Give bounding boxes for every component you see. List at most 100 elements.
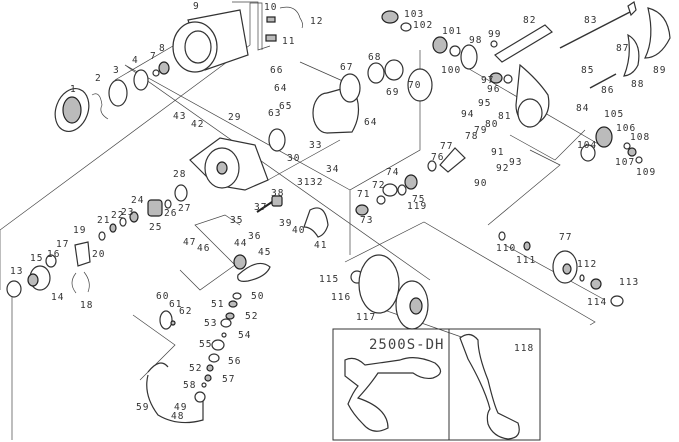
part-label-8: 8 <box>159 43 166 54</box>
part-label-70: 70 <box>408 80 421 91</box>
part-label-68: 68 <box>368 52 381 63</box>
part-label-1: 1 <box>70 84 77 95</box>
part-label-111: 111 <box>516 255 536 266</box>
part-label-64: 64 <box>274 83 287 94</box>
part-label-24: 24 <box>131 195 144 206</box>
part-label-118: 118 <box>514 343 534 354</box>
part-label-19: 19 <box>73 225 86 236</box>
part-label-81: 81 <box>498 111 511 122</box>
part-label-101: 101 <box>442 26 462 37</box>
part-label-22: 22 <box>111 210 124 221</box>
part-label-40: 40 <box>292 225 305 236</box>
part-label-117: 117 <box>356 312 376 323</box>
part-label-79: 79 <box>474 125 487 136</box>
part-label-91: 91 <box>491 147 504 158</box>
part-label-87: 87 <box>616 43 629 54</box>
part-label-42: 42 <box>191 119 204 130</box>
part-label-62: 62 <box>179 306 192 317</box>
part-label-36: 36 <box>248 231 261 242</box>
part-label-55: 55 <box>199 339 212 350</box>
part-label-52: 52 <box>189 363 202 374</box>
part-label-108: 108 <box>630 132 650 143</box>
part-label-38: 38 <box>271 188 284 199</box>
part-label-93: 93 <box>509 157 522 168</box>
part-label-21: 21 <box>97 215 110 226</box>
part-label-115: 115 <box>319 274 339 285</box>
part-label-45: 45 <box>258 247 271 258</box>
part-label-78: 78 <box>465 131 478 142</box>
part-label-14: 14 <box>51 292 64 303</box>
part-label-75: 75 <box>412 194 425 205</box>
part-label-59: 59 <box>136 402 149 413</box>
part-label-27: 27 <box>178 203 191 214</box>
part-label-41: 41 <box>314 240 327 251</box>
part-label-28: 28 <box>173 169 186 180</box>
part-label-17: 17 <box>56 239 69 250</box>
part-label-4: 4 <box>132 55 139 66</box>
part-label-3: 3 <box>113 65 120 76</box>
part-label-52: 52 <box>245 311 258 322</box>
part-label-112: 112 <box>577 259 597 270</box>
part-label-92: 92 <box>496 163 509 174</box>
part-label-15: 15 <box>30 253 43 264</box>
part-label-2: 2 <box>95 73 102 84</box>
part-label-88: 88 <box>631 79 644 90</box>
part-label-86: 86 <box>601 85 614 96</box>
part-label-23: 23 <box>121 207 134 218</box>
part-label-33: 33 <box>309 140 322 151</box>
part-label-106: 106 <box>616 123 636 134</box>
part-label-37: 37 <box>254 202 267 213</box>
part-label-85: 85 <box>581 65 594 76</box>
part-label-10: 10 <box>264 2 277 13</box>
part-label-9: 9 <box>193 1 200 12</box>
part-label-119: 119 <box>407 201 427 212</box>
part-label-47: 47 <box>183 237 196 248</box>
assembly-guide-lines <box>0 1 606 440</box>
part-label-18: 18 <box>80 300 93 311</box>
part-label-63: 63 <box>268 108 281 119</box>
part-label-51: 51 <box>211 299 224 310</box>
part-label-77: 77 <box>559 232 572 243</box>
part-label-82: 82 <box>523 15 536 26</box>
part-label-60: 60 <box>156 291 169 302</box>
part-label-107: 107 <box>615 157 635 168</box>
part-label-57: 57 <box>222 374 235 385</box>
part-label-96: 96 <box>487 84 500 95</box>
part-label-26: 26 <box>164 208 177 219</box>
part-label-72: 72 <box>372 180 385 191</box>
part-label-95: 95 <box>478 98 491 109</box>
part-label-39: 39 <box>279 218 292 229</box>
part-label-43: 43 <box>173 111 186 122</box>
part-label-46: 46 <box>197 243 210 254</box>
model-variant-title: 2500S-DH <box>369 337 444 353</box>
part-label-103: 103 <box>404 9 424 20</box>
part-label-7: 7 <box>150 51 157 62</box>
part-label-54: 54 <box>238 330 251 341</box>
part-label-30: 30 <box>287 153 300 164</box>
part-label-11: 11 <box>282 36 295 47</box>
part-label-61: 61 <box>169 299 182 310</box>
part-label-100: 100 <box>441 65 461 76</box>
part-label-114: 114 <box>587 297 607 308</box>
part-label-64: 64 <box>364 117 377 128</box>
part-shapes <box>6 1 671 440</box>
part-label-90: 90 <box>474 178 487 189</box>
part-label-66: 66 <box>270 65 283 76</box>
part-label-99: 99 <box>488 29 501 40</box>
part-label-25: 25 <box>149 222 162 233</box>
part-label-98: 98 <box>469 35 482 46</box>
part-label-89: 89 <box>653 65 666 76</box>
part-label-67: 67 <box>340 62 353 73</box>
part-label-50: 50 <box>251 291 264 302</box>
part-label-56: 56 <box>228 356 241 367</box>
part-label-49: 49 <box>174 402 187 413</box>
part-label-97: 97 <box>481 75 494 86</box>
part-label-16: 16 <box>47 249 60 260</box>
part-label-29: 29 <box>228 112 241 123</box>
part-label-35: 35 <box>230 215 243 226</box>
part-label-13: 13 <box>10 266 23 277</box>
part-label-116: 116 <box>331 292 351 303</box>
part-label-84: 84 <box>576 103 589 114</box>
